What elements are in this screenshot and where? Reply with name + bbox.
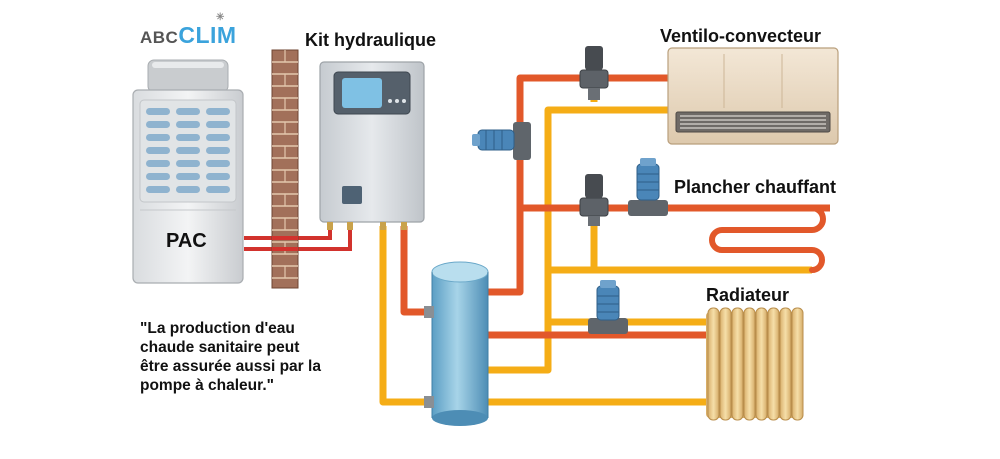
pump-floor-heating (628, 158, 668, 216)
valve-floor-heating (579, 174, 609, 226)
fan-coil-unit (667, 47, 839, 145)
storage-tank (424, 261, 489, 426)
kit-display-screen (342, 78, 382, 108)
brand-name: CLIM (178, 22, 237, 48)
dhw-note: "La production d'eau chaude sanitaire pe… (140, 319, 400, 395)
radiator-unit (706, 307, 804, 421)
wall (271, 49, 299, 289)
label-hydraulic-kit: Kit hydraulique (305, 30, 437, 50)
label-radiator: Radiateur (706, 285, 790, 305)
logo-star-icon: ✳ (216, 12, 225, 23)
label-floor-heating: Plancher chauffant (674, 177, 837, 197)
heat-pump-unit (132, 59, 244, 284)
brand-prefix: ABC (140, 28, 179, 47)
note-line: "La production d'eau (140, 320, 295, 337)
label-fan-coil: Ventilo-convecteur (660, 26, 822, 46)
label-heat-pump: PAC (166, 230, 207, 252)
pump-radiator (588, 280, 628, 334)
cold-return-pipes (379, 92, 812, 406)
note-line: être assurée aussi par la (140, 358, 321, 375)
pipe-network (244, 74, 830, 406)
pac-vent-grille (146, 108, 230, 193)
brand-logo: ABCCLIM ✳ (140, 12, 237, 49)
note-line: chaude sanitaire peut (140, 339, 300, 356)
circulator-pumps (472, 122, 668, 334)
valve-fan-coil (579, 46, 609, 100)
hydraulic-kit-unit (319, 61, 425, 230)
pump-main (472, 122, 531, 160)
note-line: pompe à chaleur." (140, 377, 274, 394)
underfloor-coil (647, 205, 826, 273)
three-way-valves (579, 46, 609, 226)
